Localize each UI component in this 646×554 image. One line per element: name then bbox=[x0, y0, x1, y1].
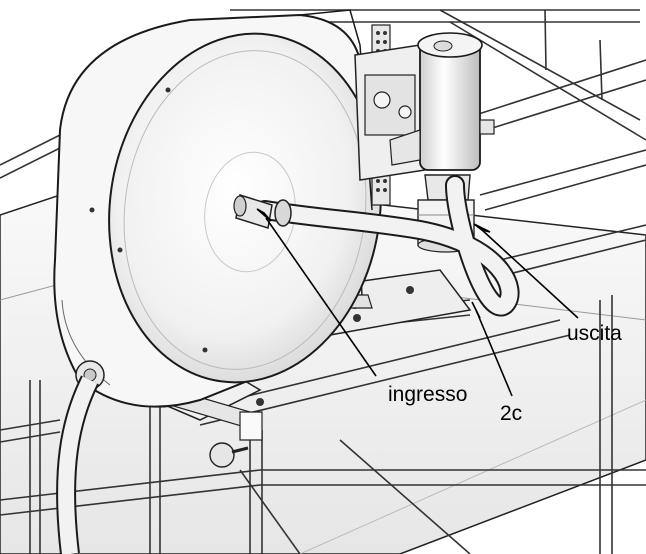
inlet-swivel bbox=[233, 194, 292, 229]
leader-inlet bbox=[265, 217, 377, 377]
label-outlet: uscita bbox=[567, 322, 622, 345]
label-hose-ref: 2c bbox=[500, 402, 522, 425]
hoses bbox=[56, 175, 520, 554]
label-inlet: ingresso bbox=[388, 383, 467, 406]
leader-2c bbox=[475, 309, 513, 397]
frame-knob bbox=[209, 442, 249, 468]
leader-lines bbox=[256, 208, 579, 397]
leader-outlet bbox=[481, 229, 579, 319]
